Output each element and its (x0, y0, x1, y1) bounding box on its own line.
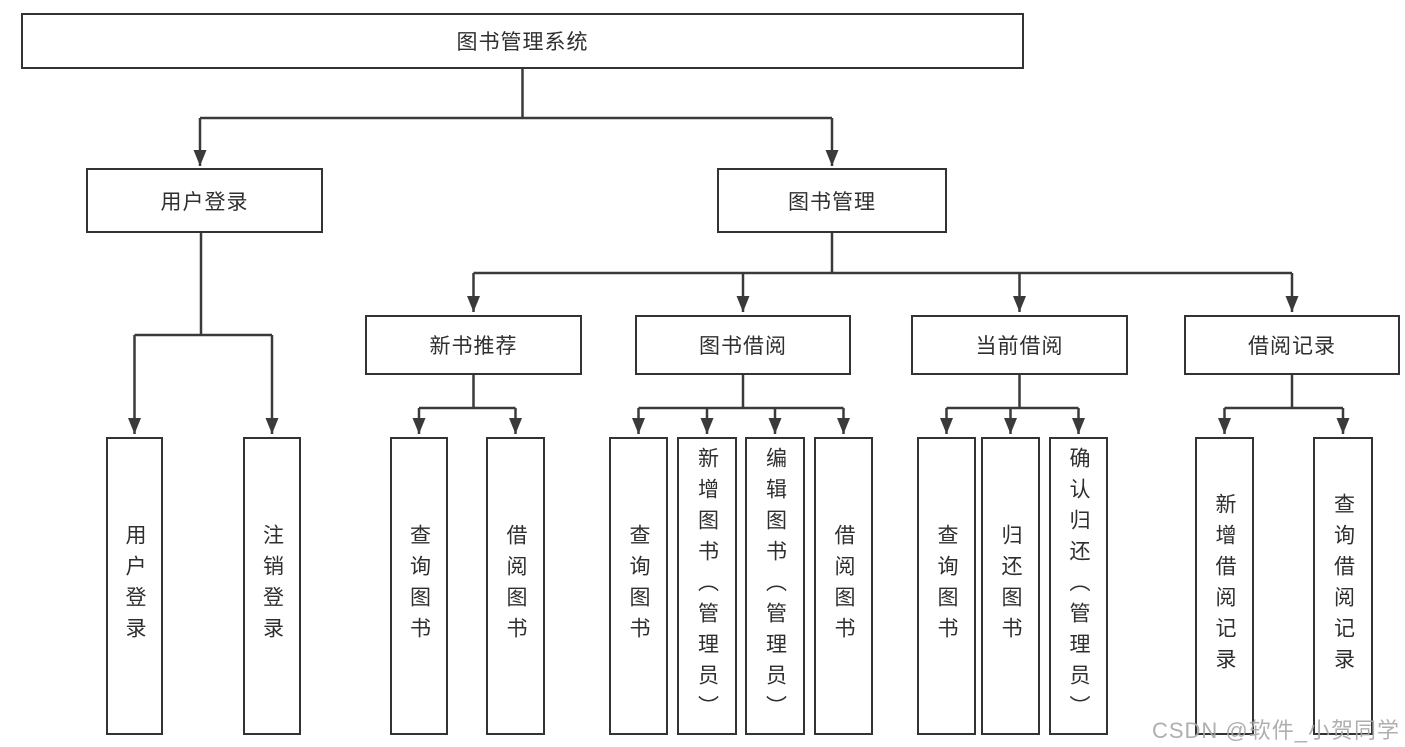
watermark: CSDN @软件_小贺同学 (1151, 718, 1400, 743)
node-add-borrow-record-label: 新增借阅记录 (1213, 493, 1236, 679)
node-return-book-label: 归还图书 (999, 524, 1022, 648)
node-query-books-recommend: 查询图书 (390, 437, 448, 735)
node-borrow-records: 借阅记录 (1184, 315, 1400, 375)
node-add-book-admin: 新增图书（管理员） (677, 437, 737, 735)
node-query-books-current-label: 查询图书 (935, 524, 958, 648)
node-library-system-label: 图书管理系统 (456, 31, 589, 54)
node-book-borrow-label: 图书借阅 (699, 335, 787, 358)
node-query-books-recommend-label: 查询图书 (407, 524, 431, 648)
node-return-book: 归还图书 (981, 437, 1040, 735)
node-confirm-return-admin-label: 确认归还（管理员） (1067, 446, 1090, 726)
node-borrow-records-label: 借阅记录 (1248, 335, 1336, 358)
node-book-management: 图书管理 (717, 168, 947, 233)
connector-new-book-split (419, 375, 516, 410)
node-edit-book-admin: 编辑图书（管理员） (745, 437, 805, 735)
node-borrow-books-label: 借阅图书 (832, 524, 855, 648)
node-logout-label: 注销登录 (260, 524, 284, 648)
connector-root-split (200, 69, 832, 120)
node-logout: 注销登录 (243, 437, 301, 735)
node-borrow-books-recommend-label: 借阅图书 (504, 524, 527, 648)
node-library-system: 图书管理系统 (21, 13, 1024, 69)
node-book-management-label: 图书管理 (788, 190, 876, 214)
node-user-login-branch: 用户登录 (86, 168, 323, 233)
connector-book-borrow-split (638, 375, 844, 410)
connector-user-login-split (134, 233, 272, 337)
node-current-borrow: 当前借阅 (911, 315, 1128, 375)
node-borrow-books-recommend: 借阅图书 (486, 437, 545, 735)
node-query-books-current: 查询图书 (917, 437, 976, 735)
node-new-book-recommend-label: 新书推荐 (429, 335, 518, 358)
connector-book-mgmt-split (473, 233, 1292, 275)
node-add-borrow-record: 新增借阅记录 (1195, 437, 1254, 735)
node-query-borrow-record-label: 查询借阅记录 (1331, 493, 1355, 679)
connector-borrow-records-split (1224, 375, 1343, 410)
node-user-login-label: 用户登录 (123, 524, 146, 648)
node-query-borrow-record: 查询借阅记录 (1313, 437, 1373, 735)
node-query-books-borrow: 查询图书 (609, 437, 668, 735)
node-new-book-recommend: 新书推荐 (365, 315, 582, 375)
node-current-borrow-label: 当前借阅 (975, 335, 1064, 358)
node-borrow-books: 借阅图书 (814, 437, 873, 735)
node-confirm-return-admin: 确认归还（管理员） (1049, 437, 1108, 735)
node-query-books-borrow-label: 查询图书 (627, 524, 650, 648)
node-add-book-admin-label: 新增图书（管理员） (695, 446, 719, 726)
node-edit-book-admin-label: 编辑图书（管理员） (763, 446, 787, 726)
node-user-login-branch-label: 用户登录 (160, 190, 249, 214)
node-book-borrow: 图书借阅 (635, 315, 851, 375)
connector-current-borrow-split (946, 375, 1079, 410)
node-user-login: 用户登录 (106, 437, 163, 735)
